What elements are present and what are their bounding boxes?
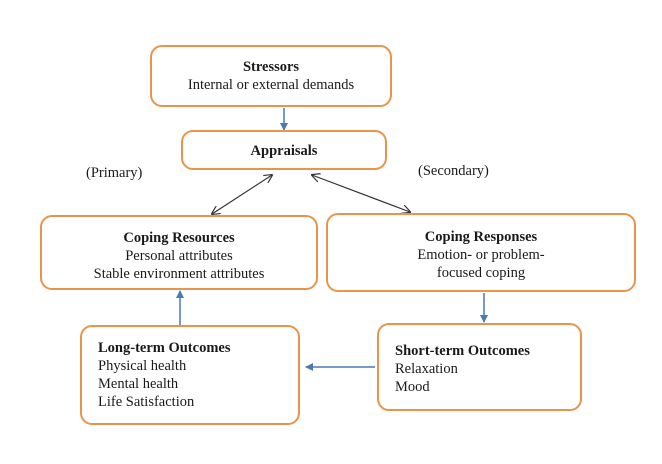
long-term-line-2: Mental health xyxy=(98,376,179,392)
appraisals-box: Appraisals xyxy=(181,130,387,170)
stressors-box: Stressors Internal or external demands xyxy=(150,45,392,107)
secondary-label: (Secondary) xyxy=(418,163,489,179)
short-term-title: Short-term Outcomes xyxy=(395,343,530,359)
coping-responses-line-1: Emotion- or problem- xyxy=(417,247,545,263)
long-term-line-1: Physical health xyxy=(98,358,187,374)
appraisals-title: Appraisals xyxy=(250,143,318,159)
coping-responses-box: Coping Responses Emotion- or problem- fo… xyxy=(326,213,636,292)
short-term-line-2: Mood xyxy=(395,379,430,395)
short-term-outcomes-box: Short-term Outcomes Relaxation Mood xyxy=(377,323,582,411)
coping-responses-line-2: focused coping xyxy=(436,265,526,281)
primary-label: (Primary) xyxy=(86,165,143,181)
arrow-appraisals-coping-resources xyxy=(212,175,272,214)
coping-resources-title: Coping Resources xyxy=(123,230,235,246)
stressors-line: Internal or external demands xyxy=(187,77,355,93)
coping-resources-line-2: Stable environment attributes xyxy=(93,266,265,282)
coping-resources-box: Coping Resources Personal attributes Sta… xyxy=(40,215,318,290)
long-term-title: Long-term Outcomes xyxy=(98,340,231,356)
long-term-outcomes-box: Long-term Outcomes Physical health Menta… xyxy=(80,325,300,425)
short-term-line-1: Relaxation xyxy=(395,361,458,377)
arrow-appraisals-coping-responses xyxy=(312,175,410,212)
stressors-title: Stressors xyxy=(242,59,300,75)
long-term-line-3: Life Satisfaction xyxy=(98,394,195,410)
coping-resources-line-1: Personal attributes xyxy=(125,248,233,264)
coping-responses-title: Coping Responses xyxy=(424,229,538,245)
